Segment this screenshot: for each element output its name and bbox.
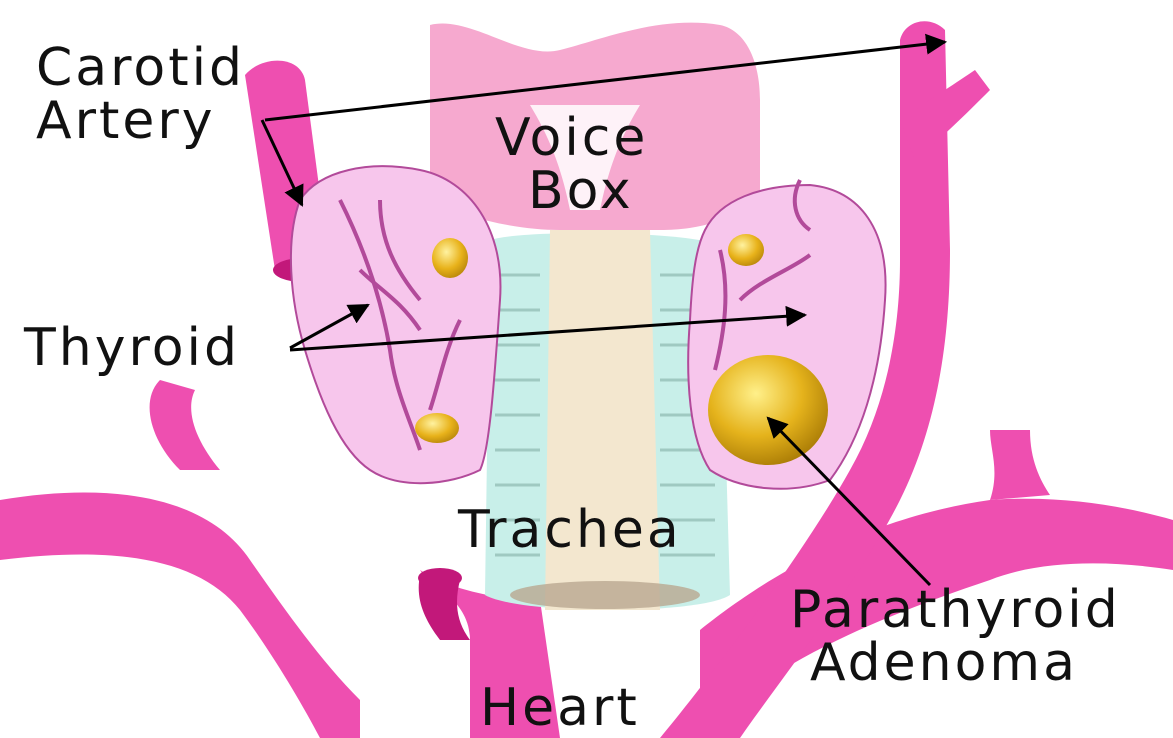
thyroid-right-lobe	[688, 180, 885, 489]
label-voice-line2: Box	[528, 163, 634, 219]
label-trachea: Trachea	[458, 502, 682, 558]
label-carotid-line1: Carotid	[36, 40, 245, 96]
label-carotid-line2: Artery	[36, 93, 215, 149]
label-voice-line1: Voice	[495, 110, 648, 166]
label-parathyroid-line2: Adenoma	[810, 635, 1078, 691]
label-thyroid: Thyroid	[24, 320, 240, 376]
label-parathyroid-line1: Parathyroid	[790, 582, 1121, 638]
thyroid-left-lobe	[291, 166, 501, 483]
label-heart: Heart	[480, 680, 640, 736]
